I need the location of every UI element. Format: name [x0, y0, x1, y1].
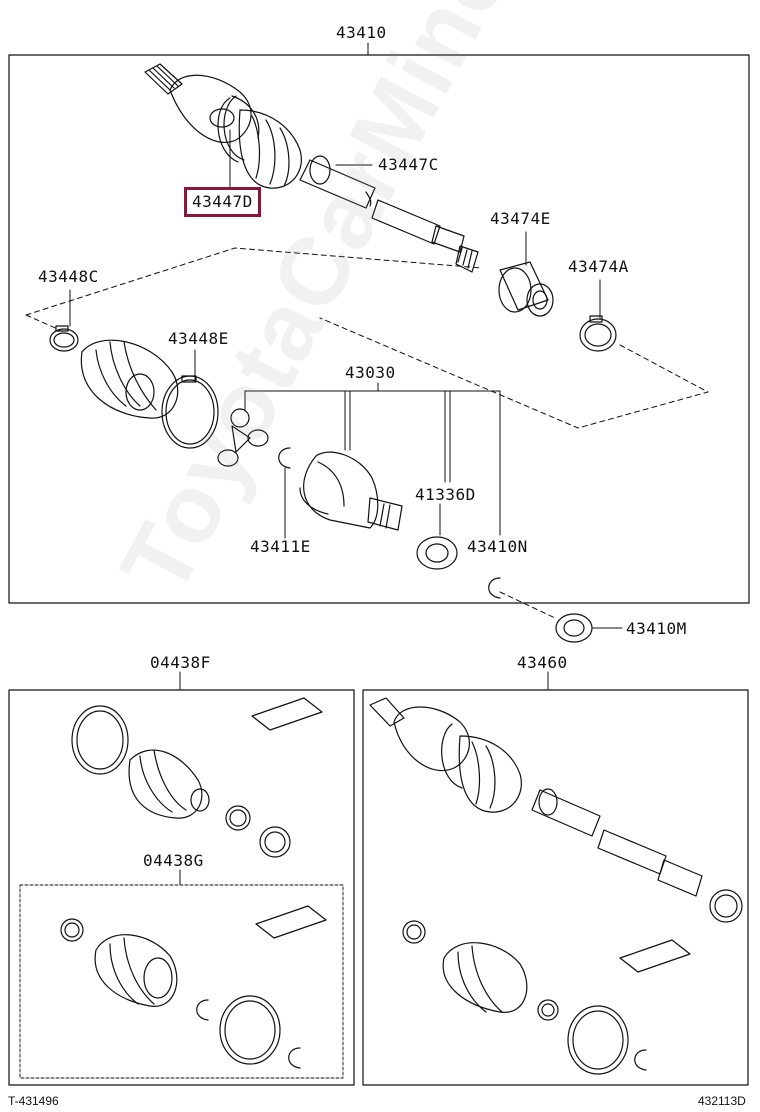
exploded-boundary [25, 247, 709, 619]
assembly-b-parts [369, 697, 743, 1075]
oil-seal [416, 536, 458, 570]
label-41336d[interactable]: 41336D [415, 485, 476, 504]
seal-m [555, 613, 593, 643]
label-43474a[interactable]: 43474A [568, 257, 629, 276]
inner-boot [80, 339, 179, 419]
label-43447d-highlighted[interactable]: 43447D [184, 187, 261, 217]
label-43410[interactable]: 43410 [336, 23, 387, 42]
large-clamp [161, 375, 219, 449]
frame-main [8, 54, 750, 604]
kit-f-parts [71, 697, 323, 858]
frame-assembly-b [362, 689, 749, 1086]
frame-boot-kit-g [19, 884, 344, 1079]
label-43410m[interactable]: 43410M [626, 619, 687, 638]
damper [498, 261, 554, 317]
label-43448e[interactable]: 43448E [168, 329, 229, 348]
leader-lines [69, 42, 623, 886]
label-43030[interactable]: 43030 [345, 363, 396, 382]
label-43448c[interactable]: 43448C [38, 267, 99, 286]
frame-boot-kit-f [8, 689, 355, 1086]
snap-ring-e [278, 447, 291, 469]
ring-n [488, 577, 501, 599]
label-43447c[interactable]: 43447C [378, 155, 439, 174]
label-43474e[interactable]: 43474E [490, 209, 551, 228]
damper-clamp [579, 315, 617, 352]
footer-right-id: 432113D [698, 1094, 746, 1108]
drive-shaft-main [144, 63, 479, 273]
kit-g-parts [60, 905, 327, 1069]
label-04438g[interactable]: 04438G [143, 851, 204, 870]
footer-left-id: T-431496 [8, 1094, 59, 1108]
inner-clamp [49, 325, 79, 352]
label-43410n[interactable]: 43410N [467, 537, 528, 556]
label-04438f[interactable]: 04438F [150, 653, 211, 672]
tripod-joint [217, 408, 269, 467]
label-43460[interactable]: 43460 [517, 653, 568, 672]
label-43411e[interactable]: 43411E [250, 537, 311, 556]
inner-joint-housing [299, 451, 403, 531]
